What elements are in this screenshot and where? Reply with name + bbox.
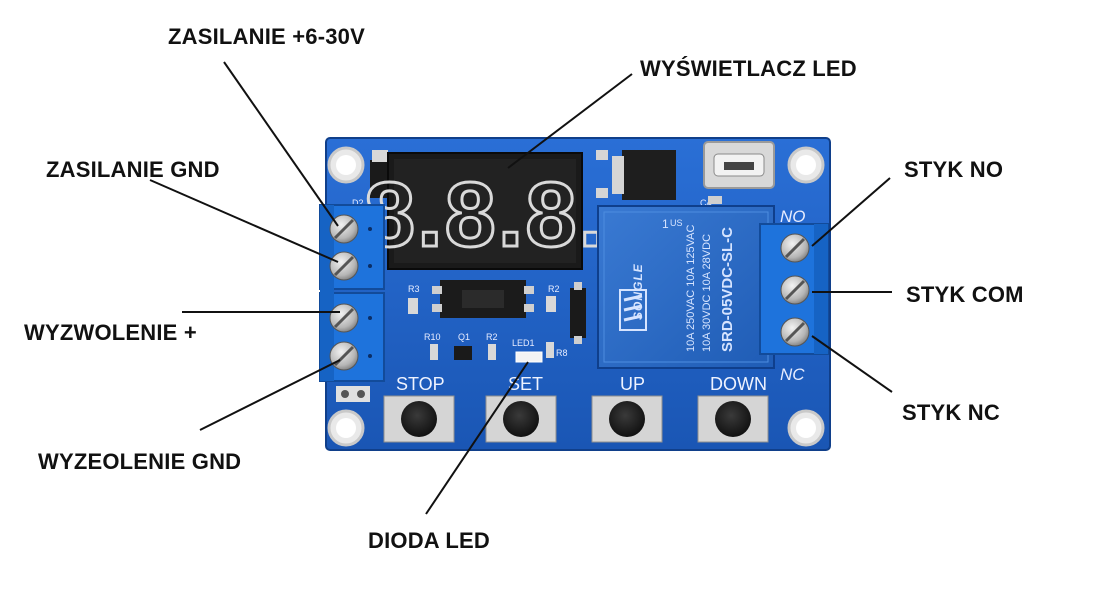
silk-r10: R10 bbox=[424, 332, 441, 342]
callout-power-plus: ZASILANIE +6-30V bbox=[168, 24, 365, 49]
button-label-stop: STOP bbox=[396, 374, 445, 394]
callout-trigger-plus: WYZWOLENIE + bbox=[24, 320, 197, 345]
leader-led-diode bbox=[425, 361, 529, 515]
display-digits: 8.8.8. bbox=[364, 164, 606, 266]
callout-led-diode: DIODA LED bbox=[368, 528, 490, 553]
leader-power-gnd bbox=[149, 179, 339, 263]
button-label-up: UP bbox=[620, 374, 645, 394]
relay-us-mark: US bbox=[670, 218, 683, 228]
leader-contact-no bbox=[811, 177, 891, 247]
relay-brand: SONGLE bbox=[631, 263, 645, 320]
led-display: 8.8.8. bbox=[362, 152, 606, 270]
callout-trigger-gnd: WYZEOLENIE GND bbox=[38, 449, 242, 474]
callout-contact-no: STYK NO bbox=[904, 157, 1004, 182]
relay-rating-dc: 10A 30VDC 10A 28VDC bbox=[701, 234, 713, 352]
header-pads bbox=[336, 386, 370, 402]
silk-r8: R8 bbox=[556, 348, 568, 358]
silk-r3: R3 bbox=[408, 284, 420, 294]
silk-d2: D2 bbox=[352, 198, 364, 208]
diode bbox=[570, 288, 586, 338]
button-label-down: DOWN bbox=[710, 374, 767, 394]
left-terminal-block bbox=[319, 204, 385, 382]
callout-contact-com: STYK COM bbox=[906, 282, 1024, 307]
capacitor-block bbox=[370, 160, 390, 198]
terminal-label-nc: NC bbox=[780, 365, 805, 384]
callout-contact-nc: STYK NC bbox=[902, 400, 1000, 425]
relay-logo-icon bbox=[619, 289, 647, 331]
leader-contact-nc bbox=[811, 335, 893, 393]
silk-c4: C4 bbox=[700, 198, 712, 208]
silk-led1: LED1 bbox=[512, 338, 535, 348]
callout-lines bbox=[149, 61, 893, 515]
relay-model: SRD-05VDC-SL-C bbox=[719, 227, 736, 352]
right-terminal-block bbox=[759, 223, 829, 355]
mounting-holes bbox=[327, 146, 825, 447]
led-indicator bbox=[515, 351, 543, 363]
silk-q1: Q1 bbox=[458, 332, 470, 342]
micro-usb-port[interactable] bbox=[703, 141, 775, 189]
relay-pin: 1 bbox=[662, 217, 669, 231]
up-button[interactable] bbox=[591, 395, 663, 443]
optocoupler bbox=[432, 280, 534, 318]
callout-power-gnd: ZASILANIE GND bbox=[46, 157, 220, 182]
set-button[interactable] bbox=[485, 395, 557, 443]
leader-trigger-gnd bbox=[199, 359, 341, 431]
silk-r2-top: R2 bbox=[548, 284, 560, 294]
silk-r2: R2 bbox=[486, 332, 498, 342]
down-button[interactable] bbox=[697, 395, 769, 443]
leader-power-plus bbox=[223, 61, 339, 227]
callout-led-display: WYŚWIETLACZ LED bbox=[640, 56, 857, 81]
relay-rating-ac: 10A 250VAC 10A 125VAC bbox=[685, 225, 697, 352]
terminal-label-no: NO bbox=[780, 207, 806, 226]
voltage-regulator bbox=[596, 150, 676, 200]
relay: SONGLE 10A 250VAC 10A 125VAC 10A 30VDC 1… bbox=[597, 205, 775, 369]
stop-button[interactable] bbox=[383, 395, 455, 443]
leader-led-display bbox=[507, 73, 633, 169]
